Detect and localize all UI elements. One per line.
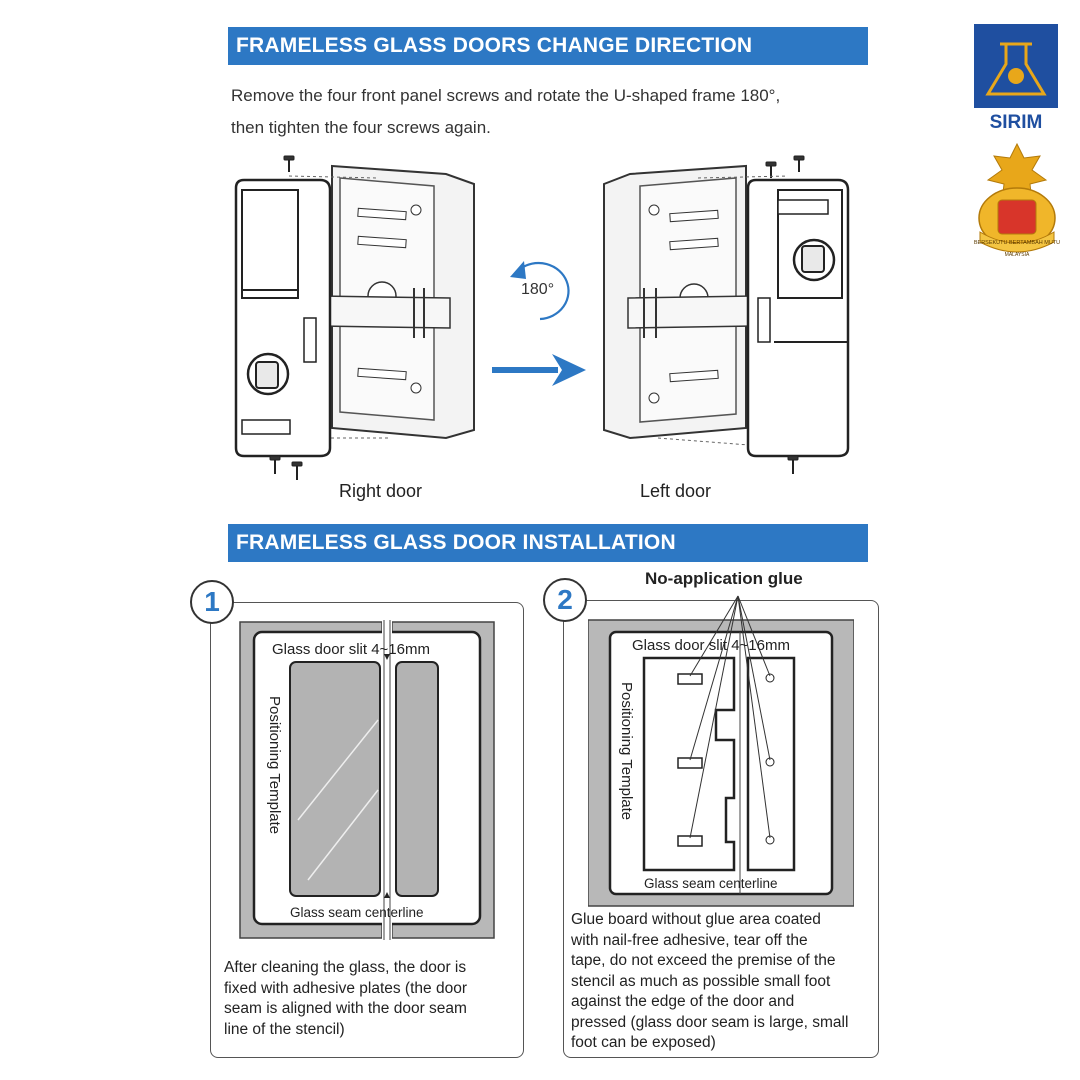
intro-line-1: Remove the four front panel screws and r… bbox=[231, 86, 781, 105]
arrow-right-icon bbox=[492, 354, 586, 386]
crest-motto: BERSEKUTU BERTAMBAH MUTU bbox=[974, 240, 1060, 246]
step-2-template-label: Positioning Template bbox=[618, 682, 635, 820]
step-2-desc-line: stencil as much as possible small foot bbox=[571, 972, 831, 990]
step-2-slit-label: Glass door slit 4~16mm bbox=[632, 637, 790, 654]
step-2-desc-line: against the edge of the door and bbox=[571, 993, 795, 1010]
screw-icon bbox=[787, 455, 799, 474]
step-1-desc-line: line of the stencil) bbox=[224, 1020, 345, 1038]
step-1-desc-line: seam is aligned with the door seam bbox=[224, 1000, 467, 1017]
rotate-180-icon bbox=[510, 261, 570, 321]
step-2-desc-line: foot can be exposed) bbox=[571, 1034, 716, 1051]
section-title-text: FRAMELESS GLASS DOORS CHANGE DIRECTION bbox=[236, 34, 753, 57]
step-2-diagram: Glass door slit 4~16mm Glass seam center… bbox=[588, 595, 854, 907]
step-1-badge: 1 bbox=[190, 580, 234, 624]
step-2-desc-line: tape, do not exceed the premise of the bbox=[571, 952, 836, 969]
left-door-illustration bbox=[603, 155, 850, 474]
intro-line-2: then tighten the four screws again. bbox=[231, 118, 491, 137]
sirim-logo: SIRIM bbox=[974, 24, 1058, 133]
malaysia-crest-logo: BERSEKUTU BERTAMBAH MUTU MALAYSIA bbox=[974, 142, 1060, 258]
step-2-centerline-label: Glass seam centerline bbox=[644, 876, 778, 891]
step-1-template-label: Positioning Template bbox=[266, 696, 283, 834]
step-2-description: Glue board without glue area coated with… bbox=[571, 910, 877, 1054]
step-2-badge: 2 bbox=[543, 578, 587, 622]
rotation-label: 180° bbox=[521, 281, 555, 298]
screw-icon bbox=[765, 155, 805, 178]
step-1-slit-label: Glass door slit 4~16mm bbox=[272, 641, 430, 658]
step-1-centerline-label: Glass seam centerline bbox=[290, 905, 424, 920]
step-2-desc-line: pressed (glass door seam is large, small bbox=[571, 1013, 849, 1031]
step-1-desc-line: fixed with adhesive plates (the door bbox=[224, 979, 467, 997]
intro-text: Remove the four front panel screws and r… bbox=[231, 80, 851, 144]
caption-right-door: Right door bbox=[339, 481, 423, 501]
section-title-change-direction: FRAMELESS GLASS DOORS CHANGE DIRECTION bbox=[228, 27, 868, 65]
step-1-diagram: Glass door slit 4~16mm Glass seam center… bbox=[239, 620, 495, 940]
screw-icon bbox=[269, 455, 303, 480]
screw-icon bbox=[283, 155, 295, 172]
section-title-text: FRAMELESS GLASS DOOR INSTALLATION bbox=[236, 531, 676, 554]
crest-sub: MALAYSIA bbox=[1005, 252, 1030, 258]
right-door-illustration bbox=[234, 155, 475, 480]
caption-left-door: Left door bbox=[640, 481, 712, 501]
sirim-logo-text: SIRIM bbox=[990, 112, 1043, 133]
step-1-description: After cleaning the glass, the door is fi… bbox=[224, 958, 520, 1040]
step-1-desc-line: After cleaning the glass, the door is bbox=[224, 959, 467, 976]
section-title-installation: FRAMELESS GLASS DOOR INSTALLATION bbox=[228, 524, 868, 562]
step-2-desc-line: Glue board without glue area coated bbox=[571, 911, 821, 928]
no-glue-label: No-application glue bbox=[645, 569, 803, 588]
step-2-desc-line: with nail-free adhesive, tear off the bbox=[571, 931, 808, 949]
